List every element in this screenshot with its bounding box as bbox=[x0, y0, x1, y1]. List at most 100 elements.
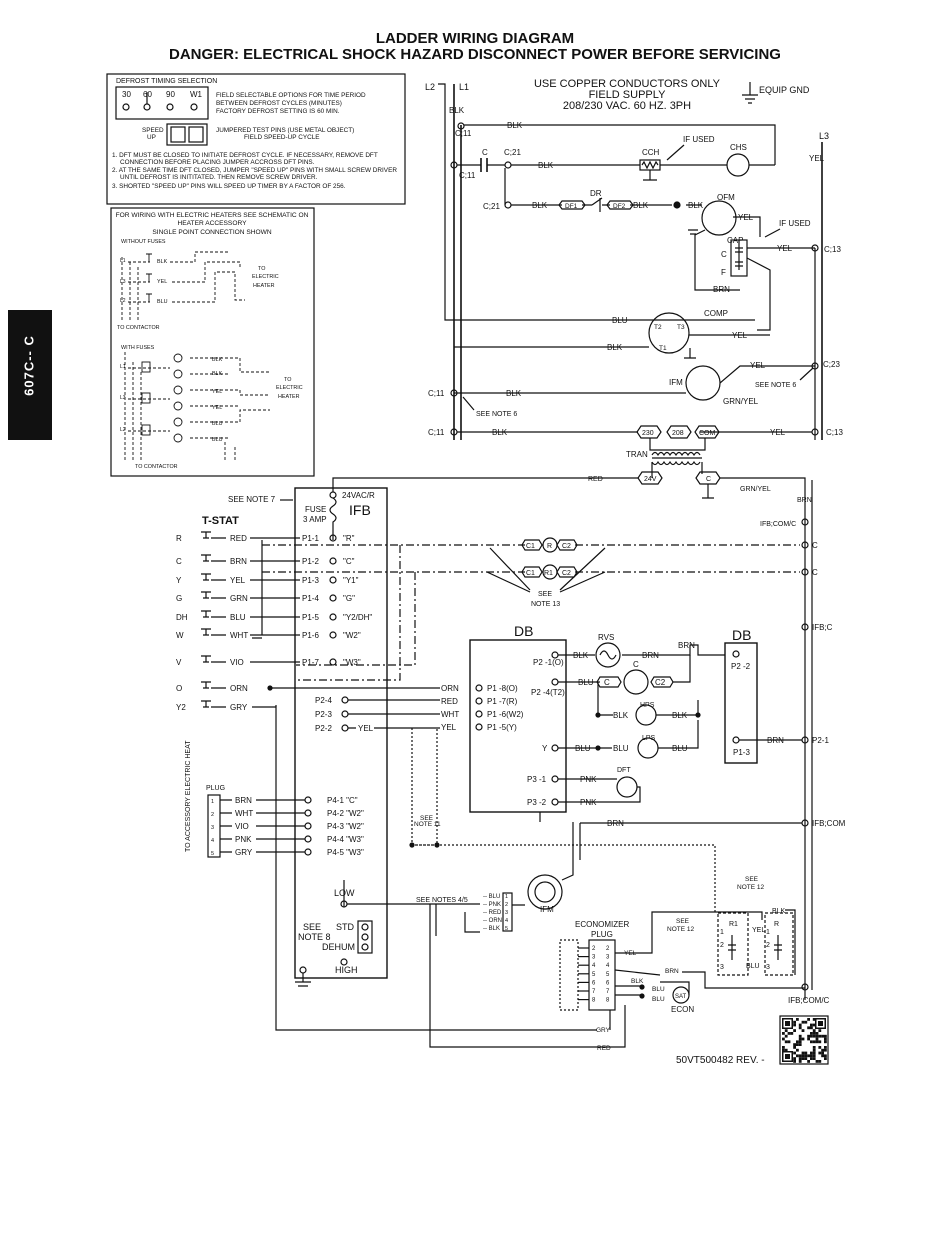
relays-section: C1 R C2 C1 R1 C2 SEE NOTE 13 bbox=[262, 537, 800, 681]
qr-cell bbox=[812, 1054, 816, 1058]
without-fuses-label: WITHOUT FUSES bbox=[121, 239, 166, 245]
node-c13-b: C;13 bbox=[826, 428, 843, 437]
qr-cell bbox=[824, 1054, 827, 1058]
ifb-pin-0: P1-1 bbox=[302, 534, 319, 543]
economizer-title: ECONOMIZER bbox=[575, 920, 629, 929]
qr-cell bbox=[812, 1032, 816, 1035]
qr-cell bbox=[793, 1023, 796, 1027]
tstat-wire-1: BRN bbox=[230, 557, 247, 566]
ifb-pin-dot-6 bbox=[329, 658, 337, 666]
comp-label: COMP bbox=[704, 309, 728, 318]
qr-cell bbox=[815, 1040, 819, 1044]
tstat-term-5: W bbox=[176, 631, 184, 640]
db-p3-1: P3 -1 bbox=[527, 775, 547, 784]
to-heater-3: HEATER bbox=[253, 283, 275, 289]
plug-pin-4: 5 bbox=[211, 851, 214, 857]
qr-cell bbox=[821, 1034, 824, 1038]
defrost-note-2a: 2. AT THE SAME TIME DFT CLOSED, JUMPER "… bbox=[112, 167, 397, 174]
see-note-12-a: SEE bbox=[676, 918, 690, 925]
wire-blk-tran: BLK bbox=[492, 428, 508, 437]
db-wire-brn-rvs: BRN bbox=[642, 651, 659, 660]
cap-c: C bbox=[721, 250, 727, 259]
comp-t2: T2 bbox=[654, 324, 662, 331]
l1-label: L1 bbox=[459, 82, 469, 92]
dr-label: DR bbox=[590, 189, 602, 198]
qr-finder-core bbox=[785, 1021, 790, 1026]
to-heater-2: ELECTRIC bbox=[252, 274, 279, 280]
p4-label-3: P4-4 "W3" bbox=[327, 835, 364, 844]
tstat-switch-8 bbox=[201, 700, 226, 708]
to-heater-b3: HEATER bbox=[278, 394, 300, 400]
ifb-24vac: 24VAC/R bbox=[342, 491, 375, 500]
ifb-pin-dot-0 bbox=[329, 534, 337, 542]
tstat-term-3: G bbox=[176, 594, 182, 603]
bus-label-4: P2-1 bbox=[812, 736, 829, 745]
see-note-8-a: SEE bbox=[303, 922, 321, 932]
plug-wire-1: WHT bbox=[235, 809, 253, 818]
p4-label-0: P4-1 "C" bbox=[327, 796, 358, 805]
db-p2-1: P2 -1(O) bbox=[533, 658, 564, 667]
qr-cell bbox=[798, 1043, 802, 1046]
node-c11-b: C;11 bbox=[459, 171, 476, 180]
equip-gnd-label: EQUIP GND bbox=[759, 85, 810, 95]
p4-label-2: P4-3 "W2" bbox=[327, 822, 364, 831]
qr-cell bbox=[818, 1051, 822, 1055]
econ-relay-num-6: 3 bbox=[766, 964, 770, 971]
cap-c-label: C bbox=[482, 148, 488, 157]
to-heater-b2: ELECTRIC bbox=[276, 385, 303, 391]
see-note-11-b: NOTE 11 bbox=[414, 821, 441, 828]
qr-cell bbox=[782, 1046, 785, 1049]
bus-label-5: IFB;COM bbox=[812, 819, 846, 828]
ifb-board: 24VAC/R IFB FUSE 3 AMP SEE NOTE 7 T-STAT… bbox=[176, 487, 597, 1031]
plug-label: PLUG bbox=[206, 785, 225, 792]
bus-label-2: C bbox=[812, 568, 818, 577]
econ-wire-blk: BLK bbox=[631, 978, 644, 985]
defrost-timing-box: DEFROST TIMING SELECTION 30 60 90 W1 FIE… bbox=[106, 73, 406, 205]
qr-cell bbox=[804, 1020, 808, 1024]
see-notes-45: SEE NOTES 4/5 bbox=[416, 897, 468, 904]
qr-cell bbox=[784, 1040, 788, 1044]
qr-cell bbox=[787, 1032, 791, 1035]
wire-yel-comp: YEL bbox=[732, 331, 748, 340]
db-y: Y bbox=[542, 744, 548, 753]
ofm-label: OFM bbox=[717, 193, 735, 202]
p4-dot-3 bbox=[304, 835, 312, 843]
see-note-13-a: SEE bbox=[538, 591, 552, 598]
db-p1-label-0: P1 -8(O) bbox=[487, 684, 518, 693]
cch-label: CCH bbox=[642, 148, 660, 157]
qr-cell bbox=[804, 1051, 808, 1055]
tstat-title: T-STAT bbox=[202, 515, 239, 527]
heater-wire-b5: BLU bbox=[212, 437, 223, 443]
to-contactor-bottom: TO CONTACTOR bbox=[135, 464, 178, 470]
relay-r1: R1 bbox=[544, 570, 553, 577]
heater-l2-bot: L2 bbox=[120, 427, 126, 433]
heater-wire-b0: BLK bbox=[212, 357, 223, 363]
defrost-desc-3: FACTORY DEFROST SETTING IS 60 MIN. bbox=[216, 108, 340, 115]
chs-label: CHS bbox=[730, 143, 747, 152]
heater-title-3: SINGLE POINT CONNECTION SHOWN bbox=[152, 229, 272, 236]
qr-cell bbox=[793, 1043, 796, 1046]
p4-dot-2 bbox=[304, 822, 312, 830]
tstat-wire-8: GRY bbox=[230, 703, 248, 712]
tstat-switch-6 bbox=[201, 655, 226, 663]
db-wire-brn-p13: BRN bbox=[767, 736, 784, 745]
qr-cell bbox=[793, 1029, 796, 1032]
p4-label-4: P4-5 "W3" bbox=[327, 848, 364, 857]
wire-blu-comp: BLU bbox=[612, 316, 628, 325]
ifm-wire-1: -- PNK bbox=[483, 902, 501, 908]
node-c11-c: C;11 bbox=[428, 389, 445, 398]
tstat-term-6: V bbox=[176, 658, 182, 667]
econ-relay-num-2: 2 bbox=[720, 942, 724, 949]
wire-blk-3: BLK bbox=[532, 201, 548, 210]
db-wire-blu-lps-r: BLU bbox=[672, 744, 688, 753]
qr-cell bbox=[821, 1054, 824, 1058]
p2-3-label: P2-3 bbox=[315, 710, 332, 719]
to-contactor-top: TO CONTACTOR bbox=[117, 325, 160, 331]
qr-cell bbox=[782, 1048, 785, 1052]
tstat-switch-1 bbox=[201, 554, 226, 562]
db-wire-pnk-1: PNK bbox=[580, 775, 597, 784]
defrost-pin-w1: W1 bbox=[190, 90, 203, 99]
qr-cell bbox=[793, 1060, 796, 1063]
